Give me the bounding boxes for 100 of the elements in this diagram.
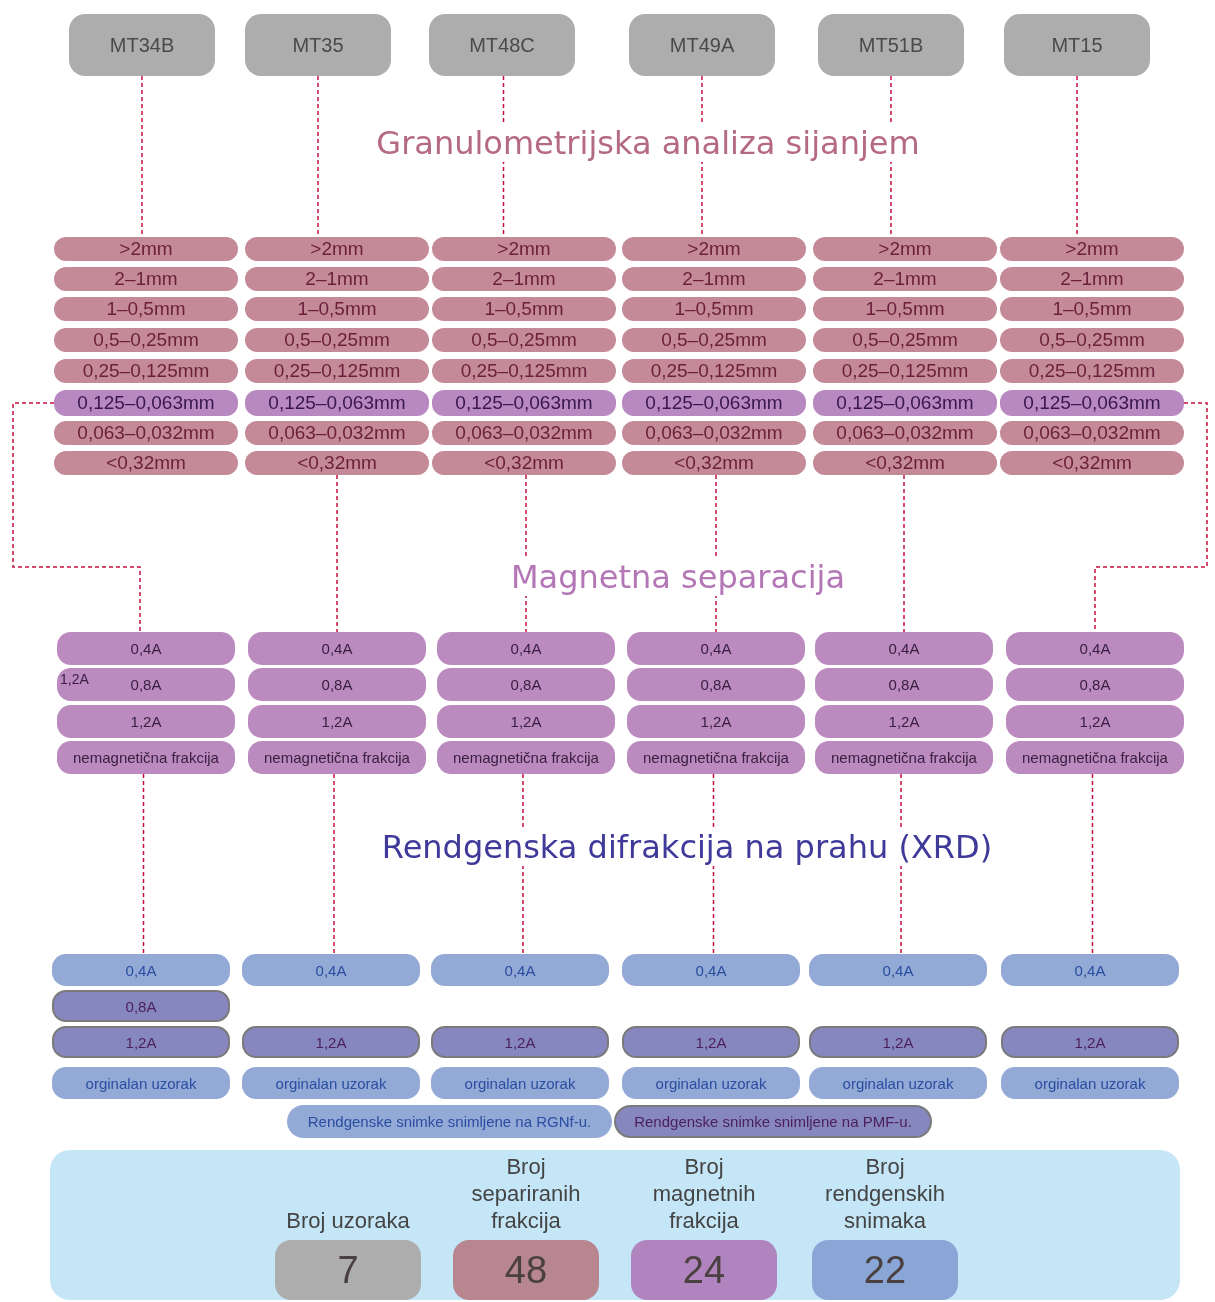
dashed-connector <box>1091 773 1094 955</box>
xrd-pill: orginalan uzorak <box>242 1067 420 1099</box>
fraction-pill: 1–0,5mm <box>1000 297 1184 321</box>
fraction-pill: 0,125–0,063mm <box>54 390 238 416</box>
magnetic-fraction-pill: 1,2A <box>437 705 615 738</box>
count-value: 48 <box>504 1248 548 1292</box>
magnetic-fraction-pill: 1,2A <box>1006 705 1184 738</box>
fraction-pill: 0,063–0,032mm <box>54 421 238 445</box>
dashed-connector <box>12 402 141 633</box>
fraction-pill: 0,125–0,063mm <box>432 390 616 416</box>
magnetic-fraction-pill: 0,8A <box>1006 668 1184 701</box>
xrd-pill: orginalan uzorak <box>52 1067 230 1099</box>
xrd-pill: 0,4A <box>622 954 800 986</box>
count-heading: Broj uzoraka <box>285 1207 411 1234</box>
dashed-connector <box>903 474 905 633</box>
magnetic-fraction-pill: nemagnetična frakcija <box>1006 741 1184 774</box>
magnetic-fraction-pill: 1,2A <box>627 705 805 738</box>
count-value: 24 <box>682 1248 726 1292</box>
fraction-pill: <0,32mm <box>54 451 238 475</box>
fraction-pill: 2–1mm <box>245 267 429 291</box>
fraction-pill: 0,125–0,063mm <box>622 390 806 416</box>
xrd-pill: orginalan uzorak <box>431 1067 609 1099</box>
magnetic-fraction-pill: 0,4A <box>248 632 426 665</box>
sample-box: MT34B <box>69 14 215 76</box>
legend-pill: Rendgenske snimke snimljene na PMF-u. <box>614 1105 932 1138</box>
fraction-pill: >2mm <box>245 237 429 261</box>
xrd-pill: 1,2A <box>431 1026 609 1058</box>
legend-pill: Rendgenske snimke snimljene na RGNf-u. <box>287 1105 612 1138</box>
fraction-pill: >2mm <box>622 237 806 261</box>
magnetic-fraction-pill: nemagnetična frakcija <box>815 741 993 774</box>
magnetic-fraction-pill: nemagnetična frakcija <box>248 741 426 774</box>
fraction-pill: 0,5–0,25mm <box>54 328 238 352</box>
fraction-pill: 0,125–0,063mm <box>1000 390 1184 416</box>
sample-box: MT15 <box>1004 14 1150 76</box>
fraction-pill: 0,25–0,125mm <box>622 359 806 383</box>
magnetic-fraction-pill: 0,4A <box>437 632 615 665</box>
magnetic-fraction-pill: 1,2A <box>57 705 235 738</box>
fraction-pill: 0,125–0,063mm <box>245 390 429 416</box>
summary-panel <box>50 1150 1180 1300</box>
xrd-pill: 0,4A <box>809 954 987 986</box>
magnetic-fraction-pill: 1,2A <box>248 705 426 738</box>
fraction-pill: 2–1mm <box>622 267 806 291</box>
xrd-pill: 0,8A <box>52 990 230 1022</box>
xrd-pill: 0,4A <box>242 954 420 986</box>
fraction-pill: 0,5–0,25mm <box>245 328 429 352</box>
count-heading: Broj magnetnih frakcija <box>651 1153 757 1234</box>
magnetic-fraction-pill: 1,2A <box>815 705 993 738</box>
count-heading: Broj rendgenskih snimaka <box>824 1153 946 1234</box>
fraction-pill: 1–0,5mm <box>622 297 806 321</box>
xrd-pill: 1,2A <box>1001 1026 1179 1058</box>
fraction-pill: 0,5–0,25mm <box>813 328 997 352</box>
magnetic-fraction-pill: 0,8A <box>437 668 615 701</box>
fraction-pill: >2mm <box>54 237 238 261</box>
magnetic-fraction-pill: 0,4A <box>815 632 993 665</box>
fraction-pill: 0,25–0,125mm <box>813 359 997 383</box>
fraction-pill: 0,25–0,125mm <box>432 359 616 383</box>
fraction-pill: 0,25–0,125mm <box>1000 359 1184 383</box>
fraction-pill: >2mm <box>432 237 616 261</box>
magnetic-fraction-pill: 0,8A <box>627 668 805 701</box>
xrd-pill: orginalan uzorak <box>622 1067 800 1099</box>
fraction-pill: 0,25–0,125mm <box>54 359 238 383</box>
fraction-pill: 0,5–0,25mm <box>622 328 806 352</box>
xrd-pill: 1,2A <box>52 1026 230 1058</box>
fraction-pill: 0,063–0,032mm <box>622 421 806 445</box>
fraction-pill: <0,32mm <box>245 451 429 475</box>
fraction-pill: 0,5–0,25mm <box>432 328 616 352</box>
magnetic-fraction-pill: 0,4A <box>57 632 235 665</box>
fraction-pill: >2mm <box>1000 237 1184 261</box>
sample-box: MT49A <box>629 14 775 76</box>
magnetic-fraction-pill: nemagnetična frakcija <box>627 741 805 774</box>
magnetic-fraction-pill: nemagnetična frakcija <box>57 741 235 774</box>
current-label: 1,2A <box>60 671 89 687</box>
fraction-pill: 2–1mm <box>1000 267 1184 291</box>
fraction-pill: 0,063–0,032mm <box>432 421 616 445</box>
xrd-pill: 0,4A <box>52 954 230 986</box>
xrd-pill: orginalan uzorak <box>809 1067 987 1099</box>
magnetic-fraction-pill: nemagnetična frakcija <box>437 741 615 774</box>
fraction-pill: >2mm <box>813 237 997 261</box>
fraction-pill: <0,32mm <box>1000 451 1184 475</box>
sample-box: MT51B <box>818 14 964 76</box>
xrd-pill: 1,2A <box>242 1026 420 1058</box>
dashed-connector <box>142 773 145 955</box>
magnetic-fraction-pill: 0,4A <box>1006 632 1184 665</box>
fraction-pill: 0,125–0,063mm <box>813 390 997 416</box>
fraction-pill: 0,063–0,032mm <box>1000 421 1184 445</box>
fraction-pill: <0,32mm <box>432 451 616 475</box>
xrd-pill: 1,2A <box>622 1026 800 1058</box>
fraction-pill: 0,063–0,032mm <box>813 421 997 445</box>
count-value: 22 <box>863 1248 907 1292</box>
xrd-pill: 1,2A <box>809 1026 987 1058</box>
fraction-pill: 0,25–0,125mm <box>245 359 429 383</box>
xrd-pill: orginalan uzorak <box>1001 1067 1179 1099</box>
fraction-pill: 1–0,5mm <box>813 297 997 321</box>
count-heading: Broj separiranih frakcija <box>470 1153 582 1234</box>
fraction-pill: 2–1mm <box>432 267 616 291</box>
magnetic-fraction-pill: 0,8A <box>248 668 426 701</box>
magnetic-fraction-pill: 0,4A <box>627 632 805 665</box>
sample-box: MT35 <box>245 14 391 76</box>
fraction-pill: 1–0,5mm <box>245 297 429 321</box>
dashed-connector <box>333 773 335 955</box>
